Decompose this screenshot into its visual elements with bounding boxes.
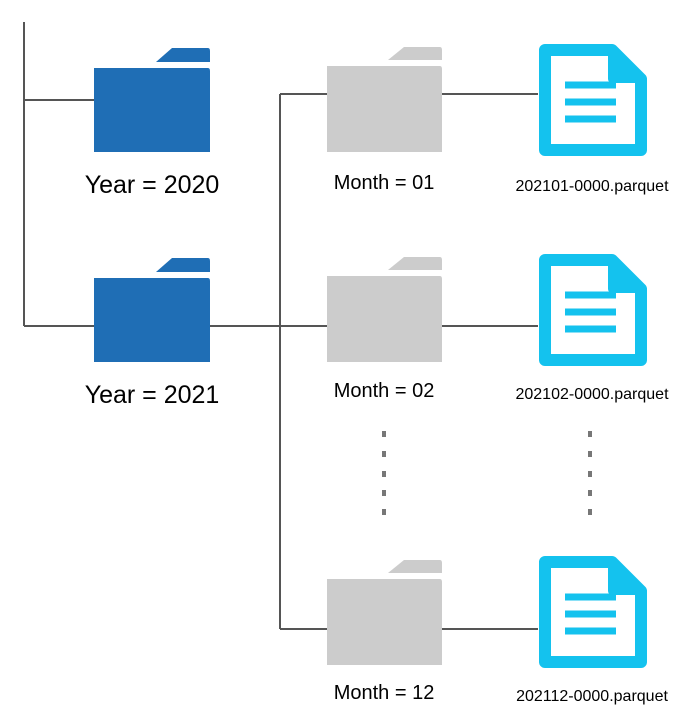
document-icon	[539, 254, 647, 366]
month-label: Month = 12	[334, 682, 435, 704]
file-label: 202101-0000.parquet	[515, 178, 669, 195]
ellipsis-dots-files	[588, 431, 592, 515]
month-folder-02[interactable]: Month = 02	[327, 257, 442, 402]
document-icon	[539, 556, 647, 668]
month-folder-12[interactable]: Month = 12	[327, 560, 442, 704]
folder-icon	[327, 257, 442, 362]
connector-lines	[23, 22, 538, 630]
month-label: Month = 02	[334, 380, 435, 402]
document-icon	[539, 44, 647, 156]
folder-icon	[94, 48, 210, 152]
year-folder-2021[interactable]: Year = 2021	[85, 258, 220, 409]
folder-icon	[327, 560, 442, 665]
file-202101[interactable]: 202101-0000.parquet	[515, 44, 669, 195]
month-folder-01[interactable]: Month = 01	[327, 47, 442, 194]
file-202102[interactable]: 202102-0000.parquet	[515, 254, 669, 403]
file-label: 202102-0000.parquet	[515, 386, 669, 403]
year-label: Year = 2020	[85, 171, 220, 199]
file-label: 202112-0000.parquet	[516, 688, 668, 705]
folder-icon	[94, 258, 210, 362]
year-folder-2020[interactable]: Year = 2020	[85, 48, 220, 199]
file-202112[interactable]: 202112-0000.parquet	[516, 556, 668, 705]
year-label: Year = 2021	[85, 381, 220, 409]
folder-icon	[327, 47, 442, 152]
ellipsis-dots-months	[382, 431, 386, 515]
month-label: Month = 01	[334, 172, 435, 194]
